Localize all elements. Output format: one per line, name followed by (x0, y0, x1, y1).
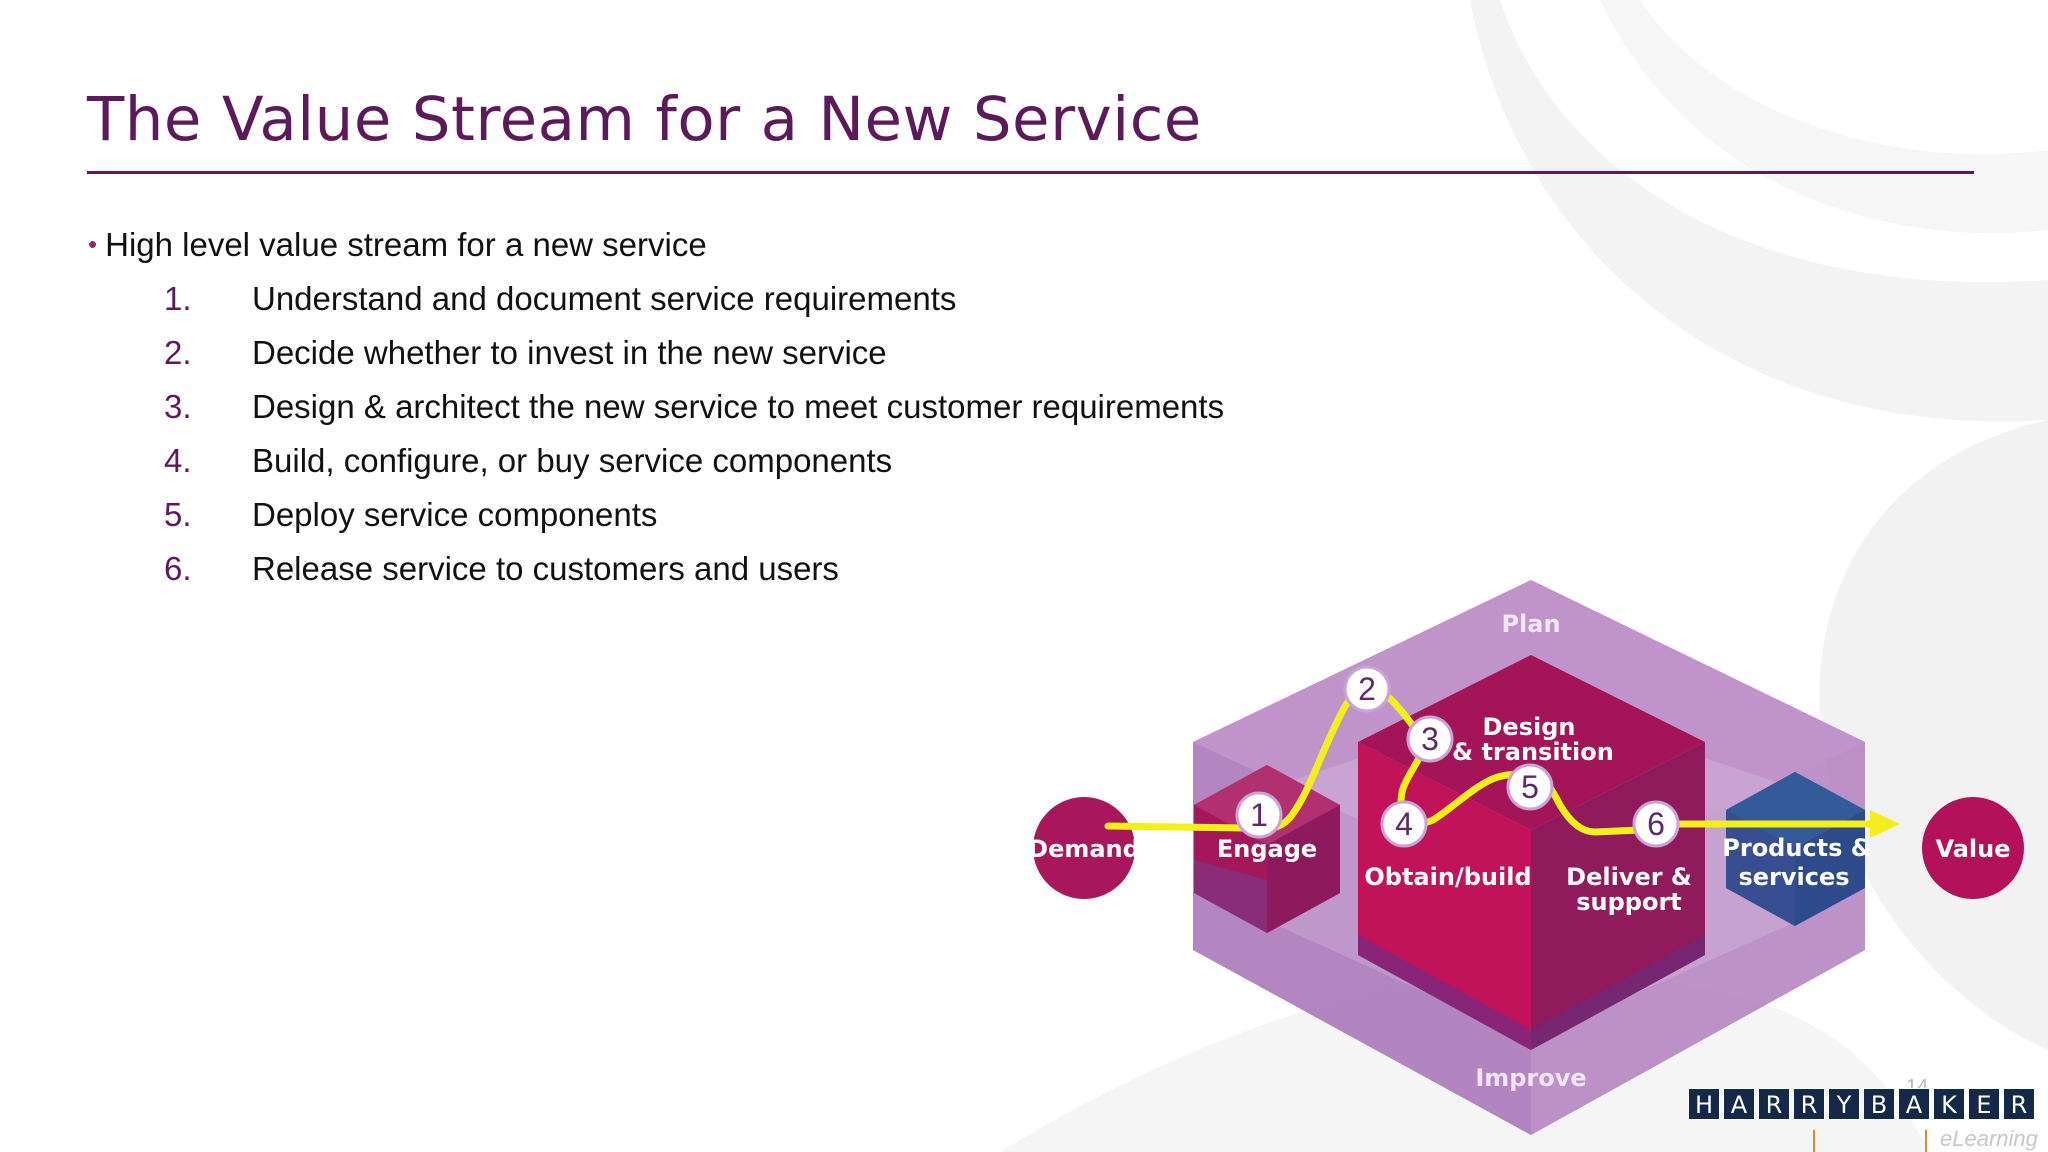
bullet-dot-icon: • (88, 229, 98, 259)
value-label: Value (1935, 835, 2010, 863)
logo-letter: A (1898, 1088, 1930, 1120)
demand-circle (1033, 797, 1135, 899)
demand-label: Demand (1028, 835, 1140, 863)
step-number: 5. (164, 496, 192, 533)
slide-title: The Value Stream for a New Service (87, 84, 1202, 155)
step-text: Deploy service components (252, 496, 658, 533)
step-number: 6. (164, 550, 192, 587)
plan-label: Plan (1501, 610, 1560, 638)
step-number: 4. (164, 442, 192, 479)
logo-letter: R (1758, 1088, 1790, 1120)
logo-subtitle: eLearning (1940, 1126, 2038, 1151)
marker-6: 6 (1647, 806, 1665, 842)
logo-letter: B (1863, 1088, 1895, 1120)
marker-1: 1 (1250, 797, 1268, 833)
step-number: 2. (164, 334, 192, 371)
marker-4: 4 (1395, 806, 1413, 842)
step-text: Release service to customers and users (252, 550, 839, 587)
marker-3: 3 (1421, 721, 1439, 757)
logo-letter: R (1793, 1088, 1825, 1120)
deliver-label-2: support (1576, 888, 1682, 916)
design-label-1: Design (1483, 713, 1576, 741)
design-label-2: & transition (1452, 738, 1614, 766)
step-markers (1235, 665, 1680, 848)
step-text: Decide whether to invest in the new serv… (252, 334, 887, 371)
marker-2: 2 (1358, 671, 1376, 707)
title-divider (87, 171, 1974, 174)
engage-label: Engage (1217, 835, 1317, 863)
harry-baker-logo: H A R R Y B A K E R (1688, 1088, 2035, 1120)
main-bullet-text: High level value stream for a new servic… (105, 226, 707, 263)
step-text: Understand and document service requirem… (252, 280, 957, 317)
logo-letter: R (2003, 1088, 2035, 1120)
marker-5: 5 (1521, 769, 1539, 805)
logo-letter: E (1968, 1088, 2000, 1120)
products-services-cube (1726, 772, 1865, 926)
arrow-head-icon (1870, 810, 1900, 838)
step-text: Build, configure, or buy service compone… (252, 442, 893, 479)
logo-letter: A (1723, 1088, 1755, 1120)
logo-letter: Y (1828, 1088, 1860, 1120)
products-label-1: Products & (1722, 834, 1871, 862)
value-chain-diagram: 1 2 3 4 5 6 Plan Improve Demand Value En… (1028, 580, 2024, 1135)
value-circle (1922, 797, 2024, 899)
obtain-build-label: Obtain/build (1364, 863, 1531, 891)
deliver-label-1: Deliver & (1566, 863, 1692, 891)
products-label-2: services (1738, 863, 1849, 891)
improve-label: Improve (1475, 1064, 1586, 1092)
logo-letter: K (1933, 1088, 1965, 1120)
main-bullet: •High level value stream for a new servi… (88, 226, 707, 264)
step-number: 3. (164, 388, 192, 425)
step-number: 1. (164, 280, 192, 317)
logo-letter: H (1688, 1088, 1720, 1120)
step-text: Design & architect the new service to me… (252, 388, 1225, 425)
